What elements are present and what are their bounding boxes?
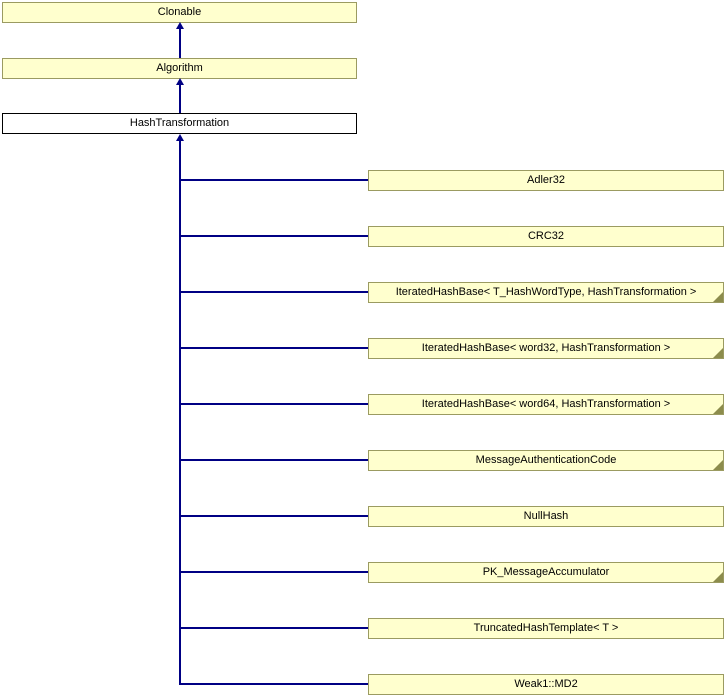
class-node-truncatedhashtemplate[interactable]: TruncatedHashTemplate< T > [368, 618, 724, 639]
inheritance-edge-vertical [179, 27, 181, 58]
class-node-adler32[interactable]: Adler32 [368, 170, 724, 191]
class-node-weak1-md2[interactable]: Weak1::MD2 [368, 674, 724, 695]
class-node-clonable[interactable]: Clonable [2, 2, 357, 23]
inheritance-edge-trunk [179, 139, 181, 685]
class-node-messageauthenticationcode[interactable]: MessageAuthenticationCode [368, 450, 724, 471]
inheritance-edge-branch [180, 347, 368, 349]
inheritance-edge-branch [180, 571, 368, 573]
inheritance-edge-branch [180, 683, 368, 685]
inheritance-edge-branch [180, 291, 368, 293]
class-node-iteratedhashbase-word64[interactable]: IteratedHashBase< word64, HashTransforma… [368, 394, 724, 415]
class-node-algorithm[interactable]: Algorithm [2, 58, 357, 79]
class-node-crc32[interactable]: CRC32 [368, 226, 724, 247]
inheritance-edge-branch [180, 403, 368, 405]
class-node-hashtransformation: HashTransformation [2, 113, 357, 134]
inheritance-edge-branch [180, 627, 368, 629]
class-node-iteratedhashbase-thashwordtype[interactable]: IteratedHashBase< T_HashWordType, HashTr… [368, 282, 724, 303]
inheritance-edge-branch [180, 515, 368, 517]
class-node-pk-messageaccumulator[interactable]: PK_MessageAccumulator [368, 562, 724, 583]
inheritance-arrowhead [176, 78, 184, 85]
inheritance-edge-branch [180, 235, 368, 237]
class-node-iteratedhashbase-word32[interactable]: IteratedHashBase< word32, HashTransforma… [368, 338, 724, 359]
inheritance-arrowhead [176, 134, 184, 141]
inheritance-edge-vertical [179, 83, 181, 113]
class-node-nullhash[interactable]: NullHash [368, 506, 724, 527]
inheritance-edge-branch [180, 459, 368, 461]
inheritance-edge-branch [180, 179, 368, 181]
inheritance-arrowhead [176, 22, 184, 29]
